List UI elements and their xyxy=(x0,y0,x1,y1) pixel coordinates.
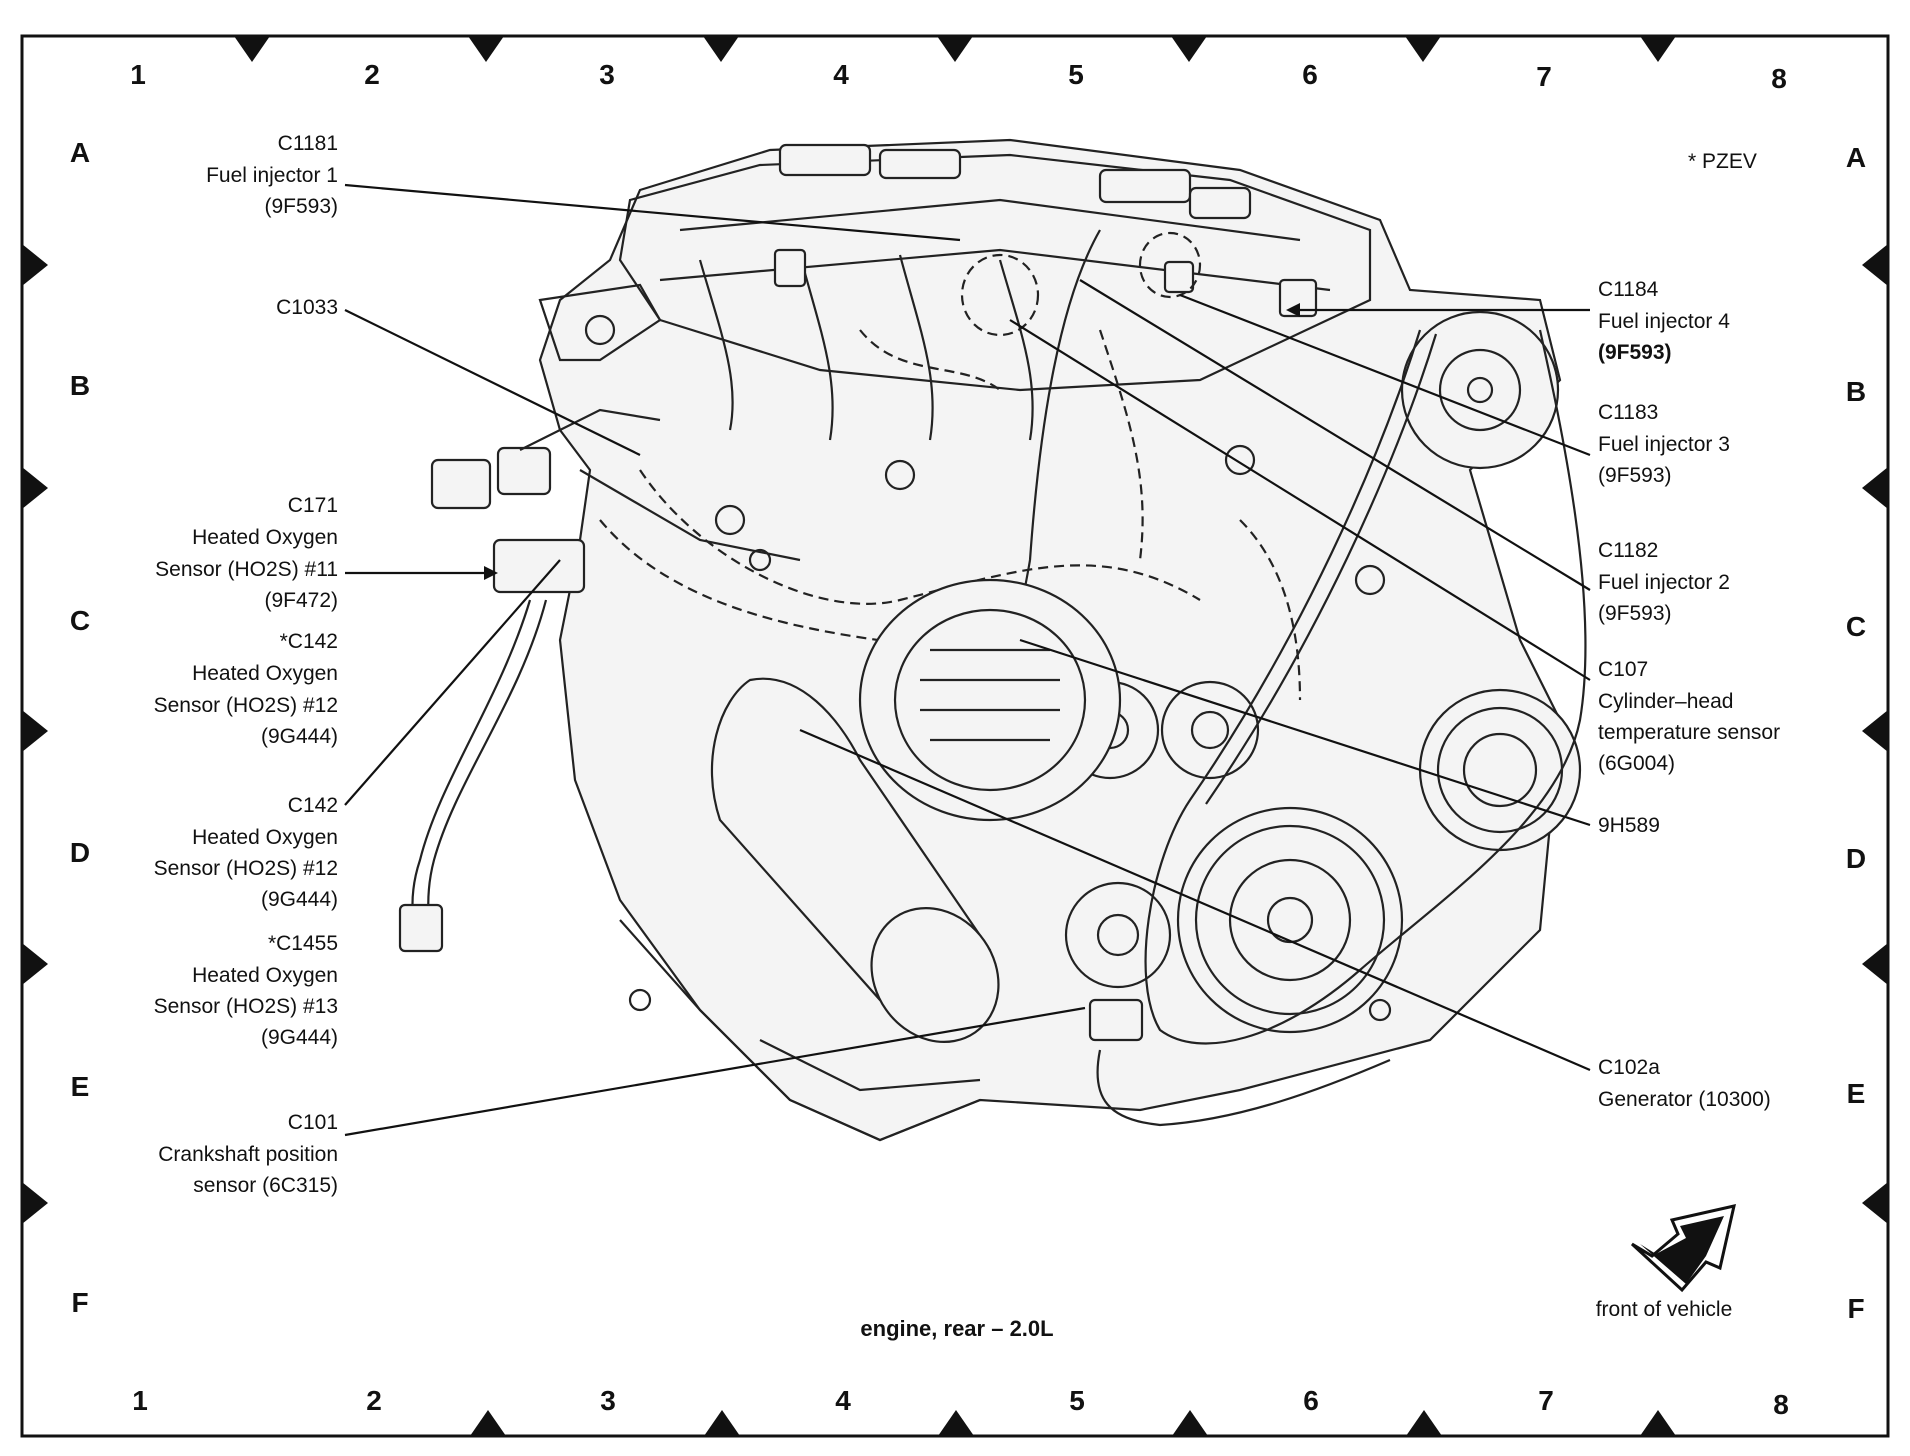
svg-text:temperature sensor: temperature sensor xyxy=(1598,721,1780,744)
svg-text:(9F593): (9F593) xyxy=(1598,464,1672,487)
grid-col-top-8: 8 xyxy=(1771,63,1787,94)
svg-text:Fuel injector 4: Fuel injector 4 xyxy=(1598,310,1730,333)
callout-c142: C142 Heated Oxygen Sensor (HO2S) #12 (9G… xyxy=(154,794,338,911)
svg-text:(9G444): (9G444) xyxy=(261,888,338,911)
svg-text:C1184: C1184 xyxy=(1598,278,1659,301)
callout-c101: C101 Crankshaft position sensor (6C315) xyxy=(158,1111,338,1197)
callout-c1183: C1183 Fuel injector 3 (9F593) xyxy=(1598,401,1730,487)
callout-c107: C107 Cylinder–head temperature sensor (6… xyxy=(1598,658,1780,775)
svg-text:C1181: C1181 xyxy=(278,132,338,155)
grid-row-right-F: F xyxy=(1847,1293,1864,1324)
svg-text:C1033: C1033 xyxy=(276,296,338,319)
svg-text:9H589: 9H589 xyxy=(1598,814,1660,837)
svg-text:Heated Oxygen: Heated Oxygen xyxy=(192,662,338,685)
svg-text:C171: C171 xyxy=(288,494,338,517)
svg-text:Crankshaft position: Crankshaft position xyxy=(158,1143,338,1166)
svg-text:C101: C101 xyxy=(288,1111,338,1134)
grid-col-bottom-6: 6 xyxy=(1303,1385,1319,1416)
grid-col-top-7: 7 xyxy=(1536,61,1552,92)
grid-row-right-C: C xyxy=(1846,611,1866,642)
svg-text:(9G444): (9G444) xyxy=(261,725,338,748)
pzev-note: * PZEV xyxy=(1688,150,1757,173)
grid-row-right-D: D xyxy=(1846,843,1866,874)
svg-text:(9F593): (9F593) xyxy=(1598,341,1672,364)
svg-text:C1182: C1182 xyxy=(1598,539,1658,562)
grid-col-bottom-7: 7 xyxy=(1538,1385,1554,1416)
callout-c171: C171 Heated Oxygen Sensor (HO2S) #11 (9F… xyxy=(155,494,338,612)
svg-text:Sensor (HO2S) #12: Sensor (HO2S) #12 xyxy=(154,694,338,717)
grid-row-left-F: F xyxy=(71,1287,88,1318)
grid-row-right-B: B xyxy=(1846,376,1866,407)
diagram-title: engine, rear – 2.0L xyxy=(860,1316,1053,1341)
grid-col-top-5: 5 xyxy=(1068,59,1084,90)
svg-text:* PZEV: * PZEV xyxy=(1688,150,1757,173)
svg-text:(9F593): (9F593) xyxy=(1598,602,1672,625)
svg-text:Sensor (HO2S) #13: Sensor (HO2S) #13 xyxy=(154,995,338,1018)
svg-text:Fuel injector 1: Fuel injector 1 xyxy=(206,164,338,187)
grid-row-left-C: C xyxy=(70,605,90,636)
svg-text:Heated Oxygen: Heated Oxygen xyxy=(192,526,338,549)
grid-col-bottom-3: 3 xyxy=(600,1385,616,1416)
svg-text:(9F593): (9F593) xyxy=(264,195,338,218)
svg-text:Heated Oxygen: Heated Oxygen xyxy=(192,826,338,849)
svg-text:Generator (10300): Generator (10300) xyxy=(1598,1088,1771,1111)
grid-row-left-E: E xyxy=(71,1071,90,1102)
grid-col-bottom-5: 5 xyxy=(1069,1385,1085,1416)
grid-col-top-1: 1 xyxy=(130,59,146,90)
grid-col-top-3: 3 xyxy=(599,59,615,90)
callout-c1033: C1033 xyxy=(276,296,338,319)
svg-text:C1183: C1183 xyxy=(1598,401,1658,424)
grid-col-top-2: 2 xyxy=(364,59,380,90)
svg-text:(6G004): (6G004) xyxy=(1598,752,1675,775)
svg-text:C142: C142 xyxy=(288,794,338,817)
front-of-vehicle-label: front of vehicle xyxy=(1596,1298,1733,1321)
grid-row-right-E: E xyxy=(1847,1078,1866,1109)
grid-col-top-4: 4 xyxy=(833,59,849,90)
callout-c1184: C1184 Fuel injector 4 (9F593) xyxy=(1598,278,1730,364)
callout-c102a: C102a Generator (10300) xyxy=(1598,1056,1771,1111)
svg-text:C102a: C102a xyxy=(1598,1056,1660,1079)
callout-c1181: C1181 Fuel injector 1 (9F593) xyxy=(206,132,338,218)
callout-c1182: C1182 Fuel injector 2 (9F593) xyxy=(1598,539,1730,625)
grid-col-bottom-4: 4 xyxy=(835,1385,851,1416)
grid-row-left-D: D xyxy=(70,837,90,868)
leader-lines xyxy=(344,183,1591,1137)
svg-text:sensor (6C315): sensor (6C315) xyxy=(193,1174,338,1197)
svg-text:Sensor (HO2S) #12: Sensor (HO2S) #12 xyxy=(154,857,338,880)
grid-col-bottom-1: 1 xyxy=(132,1385,148,1416)
grid-labels: 1 2 3 4 5 6 7 8 1 2 3 4 5 6 7 8 A B C D … xyxy=(70,59,1866,1420)
svg-text:Heated Oxygen: Heated Oxygen xyxy=(192,964,338,987)
svg-text:Sensor (HO2S) #11: Sensor (HO2S) #11 xyxy=(155,558,338,581)
engine-illustration xyxy=(398,138,1587,1142)
svg-text:(9G444): (9G444) xyxy=(261,1026,338,1049)
svg-text:*C142: *C142 xyxy=(280,630,338,653)
callout-c142-pzev: *C142 Heated Oxygen Sensor (HO2S) #12 (9… xyxy=(154,630,338,748)
callout-9h589: 9H589 xyxy=(1598,814,1660,837)
grid-row-left-B: B xyxy=(70,370,90,401)
callout-c1455: *C1455 Heated Oxygen Sensor (HO2S) #13 (… xyxy=(154,932,338,1049)
svg-text:(9F472): (9F472) xyxy=(264,589,338,612)
svg-text:Fuel injector 2: Fuel injector 2 xyxy=(1598,571,1730,594)
grid-col-bottom-2: 2 xyxy=(366,1385,382,1416)
svg-text:*C1455: *C1455 xyxy=(268,932,338,955)
grid-row-left-A: A xyxy=(70,137,90,168)
grid-col-top-6: 6 xyxy=(1302,59,1318,90)
svg-text:Fuel injector 3: Fuel injector 3 xyxy=(1598,433,1730,456)
svg-text:C107: C107 xyxy=(1598,658,1648,681)
svg-text:Cylinder–head: Cylinder–head xyxy=(1598,690,1733,713)
grid-markers xyxy=(22,36,1888,1436)
grid-row-right-A: A xyxy=(1846,142,1866,173)
grid-col-bottom-8: 8 xyxy=(1773,1389,1789,1420)
front-of-vehicle-arrow-icon xyxy=(1630,1204,1736,1293)
